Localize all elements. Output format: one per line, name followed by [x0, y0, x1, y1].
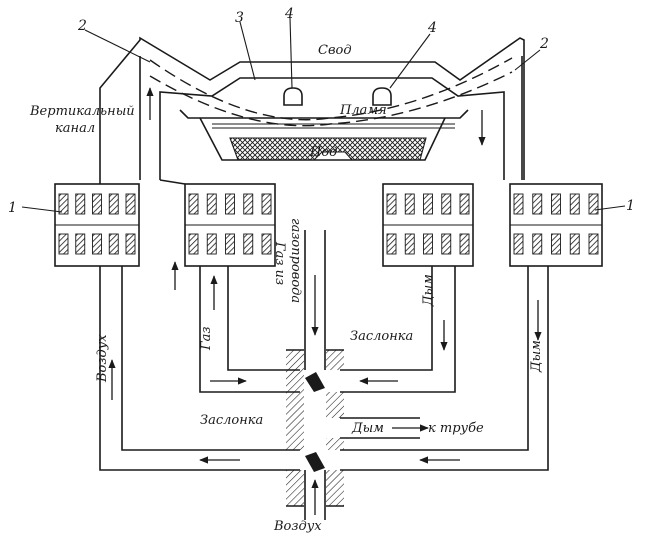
checker-brick [532, 193, 543, 215]
checker-brick [75, 193, 86, 215]
checker-brick [75, 233, 86, 255]
checker-brick [404, 193, 415, 215]
regenerator-checkerwork [55, 193, 602, 255]
burner-left [283, 87, 303, 106]
label-plamya: Пламя [339, 103, 387, 118]
duct-system [99, 179, 549, 520]
checker-brick [188, 233, 199, 255]
checker-brick [588, 233, 599, 255]
checker-brick [386, 233, 397, 255]
checker-brick [569, 233, 580, 255]
checker-brick [58, 193, 69, 215]
checker-brick [404, 233, 415, 255]
label-to-pipe: к трубе [428, 421, 484, 436]
checker-brick [532, 233, 543, 255]
checker-brick [125, 193, 136, 215]
label-dym-mid: Дым [421, 274, 436, 307]
label-air-left: Воздух [95, 334, 110, 383]
label-vertical-channel-1: Вертикальный [29, 104, 135, 119]
hearth [229, 137, 427, 161]
burner-right [372, 87, 392, 106]
number-2-right: 2 [539, 36, 549, 52]
checker-brick [441, 193, 452, 215]
label-vertical-channel-2: канал [55, 121, 95, 136]
checker-brick [423, 193, 433, 215]
checker-brick [206, 233, 217, 255]
checker-brick [261, 233, 272, 255]
label-damper-top: Заслонка [350, 329, 413, 344]
number-2-left: 2 [77, 18, 87, 34]
checker-brick [551, 233, 561, 255]
label-gas: Газ [199, 327, 214, 351]
leader-lines [21, 17, 626, 213]
checker-brick [459, 233, 470, 255]
label-gas-from-1: Газ из [272, 241, 287, 285]
label-pod: Под [309, 145, 337, 160]
checker-brick [188, 193, 199, 215]
checker-brick [386, 193, 397, 215]
number-1-right: 1 [626, 198, 635, 214]
checker-brick [206, 193, 217, 215]
label-svod: Свод [318, 43, 352, 58]
damper-top [305, 372, 325, 392]
checker-brick [459, 193, 470, 215]
flow-arrows [108, 87, 542, 515]
checker-brick [108, 233, 119, 255]
checker-brick [108, 193, 119, 215]
label-dym-right: Дым [529, 340, 544, 373]
flame-lines [149, 57, 513, 129]
label-damper-bottom: Заслонка [200, 413, 263, 428]
checker-brick [58, 233, 69, 255]
number-1-left: 1 [8, 200, 17, 216]
checker-brick [261, 193, 272, 215]
checker-brick [225, 233, 235, 255]
checker-brick [588, 193, 599, 215]
checker-brick [551, 193, 561, 215]
number-3: 3 [235, 10, 244, 26]
number-4-right: 4 [427, 20, 437, 36]
damper-walls [286, 349, 344, 507]
furnace-chamber [99, 36, 525, 180]
checker-brick [423, 233, 433, 255]
damper-bottom [305, 452, 325, 472]
checker-brick [243, 233, 254, 255]
checker-brick [513, 233, 524, 255]
checker-brick [513, 193, 524, 215]
checker-brick [243, 193, 254, 215]
checker-brick [125, 233, 136, 255]
checker-brick [569, 193, 580, 215]
checker-brick [225, 193, 235, 215]
label-gas-from-2: газопровода [288, 218, 303, 303]
checker-brick [92, 233, 102, 255]
checker-brick [92, 193, 102, 215]
label-dym-pipe: Дым [351, 421, 384, 436]
checker-brick [441, 233, 452, 255]
number-4-left: 4 [284, 6, 294, 22]
label-air-bottom: Воздух [273, 519, 322, 534]
